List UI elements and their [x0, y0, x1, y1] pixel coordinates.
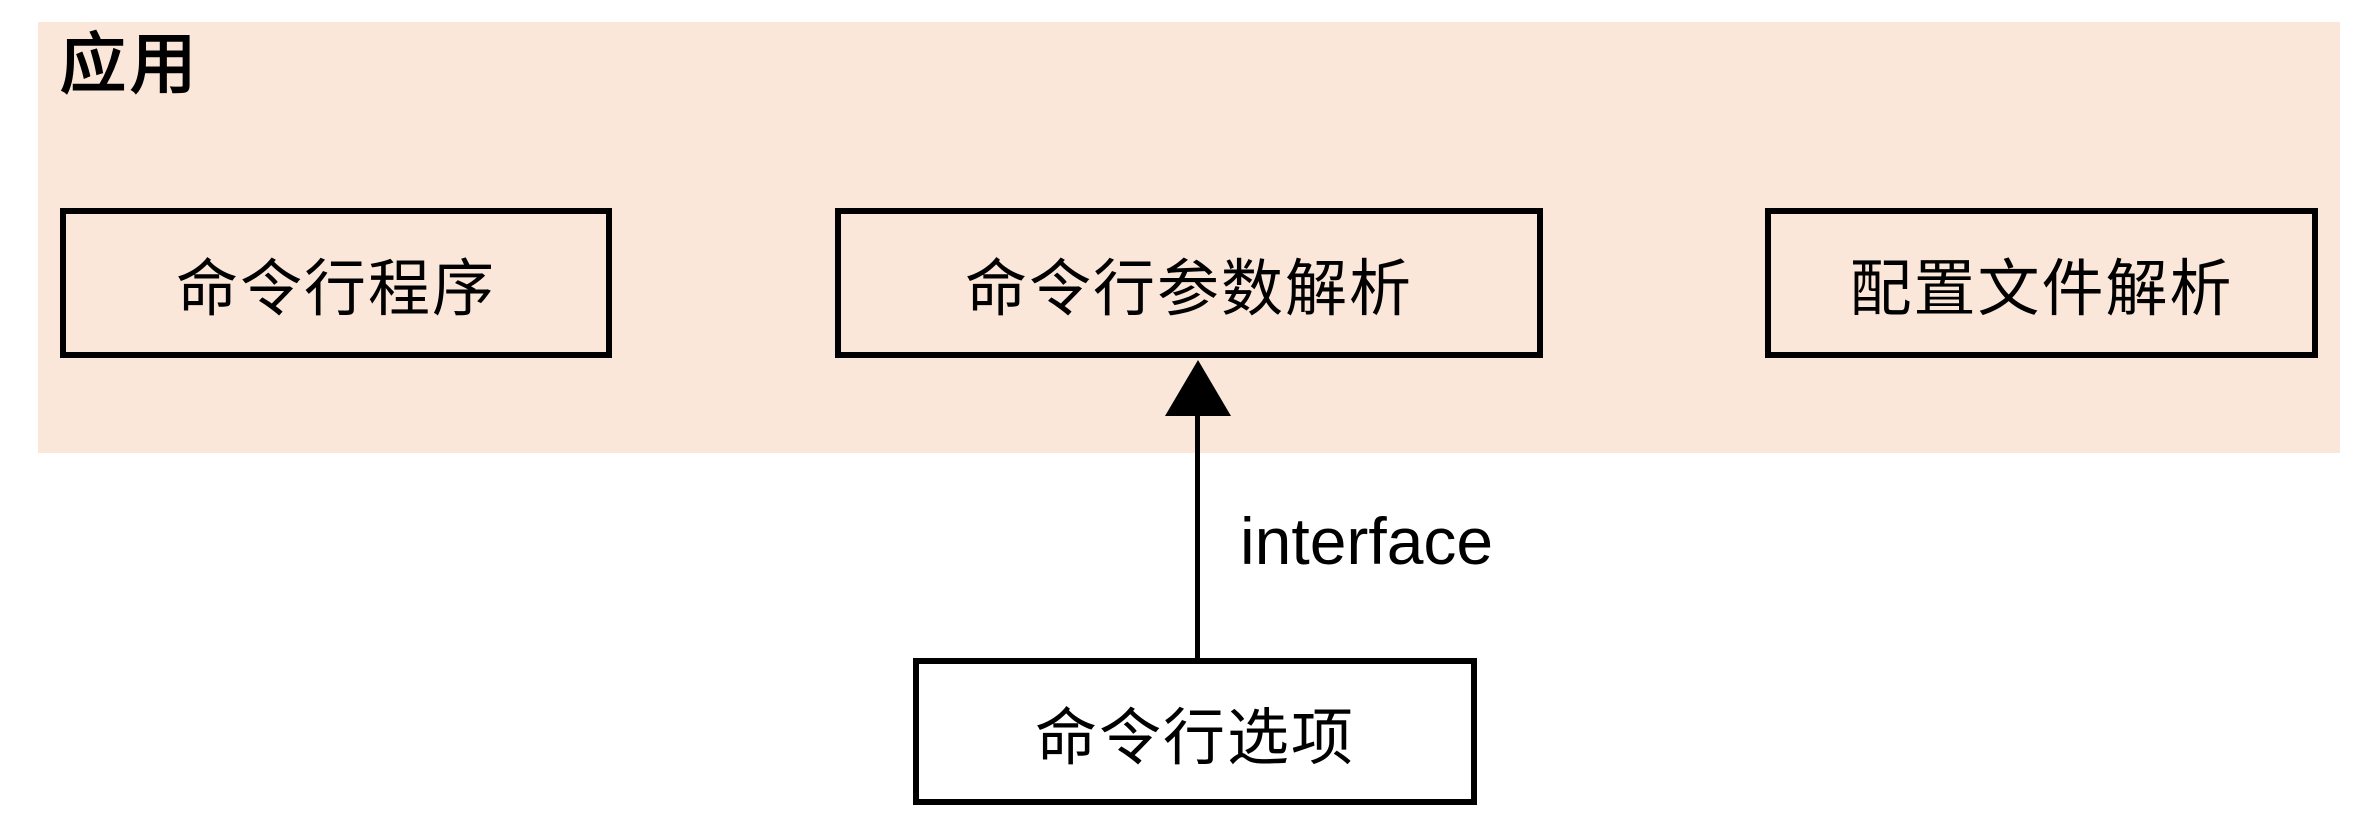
box-cli-options-label: 命令行选项: [1034, 703, 1355, 773]
interface-arrow-up-icon: [1165, 360, 1231, 416]
box-config-file-parser: 配置文件解析: [1765, 208, 2318, 358]
box-cli-program: 命令行程序: [60, 208, 612, 358]
interface-arrow-line: [1195, 408, 1200, 658]
box-config-file-parser-label: 配置文件解析: [1849, 255, 2234, 324]
box-cli-arg-parser-label: 命令行参数解析: [964, 255, 1413, 324]
application-container-title: 应用: [60, 27, 200, 101]
interface-arrow-label: interface: [1240, 504, 1494, 578]
box-cli-program-label: 命令行程序: [175, 255, 496, 324]
box-cli-options: 命令行选项: [913, 658, 1477, 805]
box-cli-arg-parser: 命令行参数解析: [835, 208, 1543, 358]
